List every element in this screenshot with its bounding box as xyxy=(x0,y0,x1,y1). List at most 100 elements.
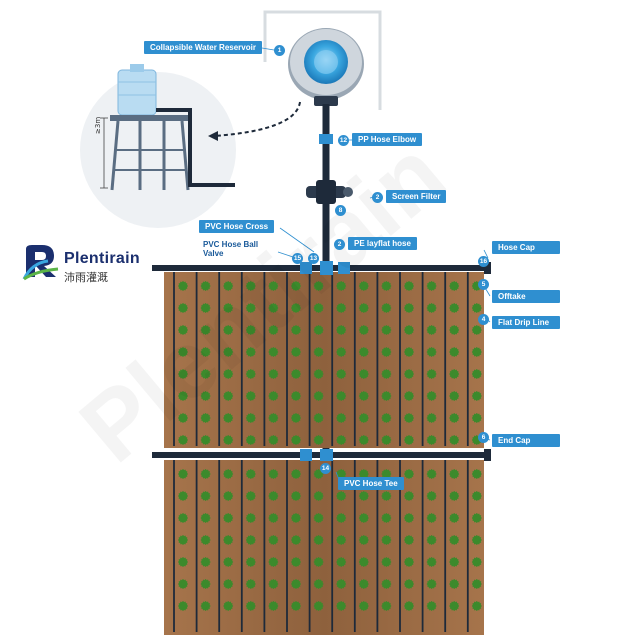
upper-plant xyxy=(223,303,234,313)
lower-plant xyxy=(178,557,188,567)
lower-plant xyxy=(449,513,460,523)
upper-plant xyxy=(426,369,437,379)
upper-plant xyxy=(336,413,347,423)
upper-plant xyxy=(291,435,301,445)
upper-plant xyxy=(291,369,301,379)
lower-plant xyxy=(245,557,256,567)
upper-plant xyxy=(426,347,437,357)
upper-plant xyxy=(336,435,347,445)
lower-plant xyxy=(358,557,369,567)
label-pp-hose-elbow: PP Hose Elbow xyxy=(352,133,423,146)
upper-plant xyxy=(291,347,301,357)
lower-plant xyxy=(268,469,279,479)
upper-plant xyxy=(336,369,347,379)
upper-plant xyxy=(268,391,279,401)
hose-cross-upper xyxy=(320,261,333,275)
number-end-cap: 6 xyxy=(478,432,489,443)
lower-plant xyxy=(178,469,188,479)
lower-plant xyxy=(358,491,369,501)
lower-plant xyxy=(471,557,482,567)
upper-plant xyxy=(404,413,414,423)
water-tower-illustration xyxy=(100,64,235,191)
label-screen-filter: Screen Filter xyxy=(386,190,447,203)
upper-plant xyxy=(245,435,256,445)
lower-plant xyxy=(471,469,482,479)
lower-plant xyxy=(449,579,460,589)
lower-plant xyxy=(268,491,279,501)
lower-plant xyxy=(381,491,392,501)
lower-plant xyxy=(381,535,392,545)
lower-plant xyxy=(200,491,211,501)
lower-plant xyxy=(471,601,482,611)
ball-valve xyxy=(300,262,312,274)
upper-plant xyxy=(291,303,301,313)
lower-plant xyxy=(336,491,347,501)
lower-plant xyxy=(449,491,460,501)
brand-name: Plentirain xyxy=(64,250,140,267)
upper-plant xyxy=(358,303,369,313)
upper-plant xyxy=(313,325,324,335)
number-hose-cap: 16 xyxy=(478,256,489,267)
upper-plant xyxy=(291,391,301,401)
upper-plant xyxy=(471,413,482,423)
upper-plant xyxy=(313,281,324,291)
upper-plant xyxy=(381,391,392,401)
lower-plant xyxy=(223,469,234,479)
lower-plant xyxy=(200,557,211,567)
upper-plant xyxy=(381,303,392,313)
lower-plant xyxy=(313,557,324,567)
upper-plant xyxy=(200,369,211,379)
lower-plant xyxy=(471,513,482,523)
upper-plant xyxy=(268,281,279,291)
lower-plant xyxy=(449,601,460,611)
lower-plant xyxy=(200,469,211,479)
lower-plant xyxy=(178,513,188,523)
lower-plant xyxy=(223,491,234,501)
lower-plant xyxy=(245,513,256,523)
hose-cap-upper xyxy=(484,262,491,274)
lower-plant xyxy=(313,579,324,589)
number-screen-filter: 2 xyxy=(372,192,383,203)
brand-logo-icon xyxy=(22,245,59,281)
upper-plant xyxy=(381,347,392,357)
label-pvc-hose-ball-valve: PVC Hose Ball Valve xyxy=(203,240,259,258)
upper-plant xyxy=(268,369,279,379)
lower-plant xyxy=(358,579,369,589)
upper-plant xyxy=(381,435,392,445)
lower-plant xyxy=(404,557,414,567)
upper-plant xyxy=(223,347,234,357)
lower-plant xyxy=(245,601,256,611)
upper-plant xyxy=(268,303,279,313)
upper-plant xyxy=(426,325,437,335)
lower-plant xyxy=(200,579,211,589)
upper-plant xyxy=(381,325,392,335)
lower-plant xyxy=(471,491,482,501)
upper-plant xyxy=(313,347,324,357)
number-filter-base: 8 xyxy=(335,205,346,216)
lower-plant xyxy=(268,601,279,611)
upper-plant xyxy=(200,391,211,401)
lower-plant xyxy=(426,601,437,611)
label-collapsible-water-reservoir: Collapsible Water Reservoir xyxy=(144,41,262,54)
upper-plant xyxy=(223,281,234,291)
lower-plant xyxy=(381,469,392,479)
upper-plant xyxy=(449,347,460,357)
upper-plant xyxy=(245,303,256,313)
flow-arrow-head xyxy=(208,131,218,141)
lower-plant xyxy=(268,579,279,589)
upper-plant xyxy=(178,347,188,357)
upper-plant xyxy=(404,391,414,401)
label-pe-layflat-hose: PE layflat hose xyxy=(348,237,417,250)
lower-plant xyxy=(178,491,188,501)
upper-plant xyxy=(200,325,211,335)
label-hose-cap: Hose Cap xyxy=(492,241,560,254)
lower-plant xyxy=(200,601,211,611)
lower-plant xyxy=(291,557,301,567)
lower-plant xyxy=(449,557,460,567)
upper-plant xyxy=(449,325,460,335)
upper-plant xyxy=(404,347,414,357)
upper-plant xyxy=(223,391,234,401)
lower-plant xyxy=(291,535,301,545)
upper-plant xyxy=(313,413,324,423)
lower-plant xyxy=(471,535,482,545)
